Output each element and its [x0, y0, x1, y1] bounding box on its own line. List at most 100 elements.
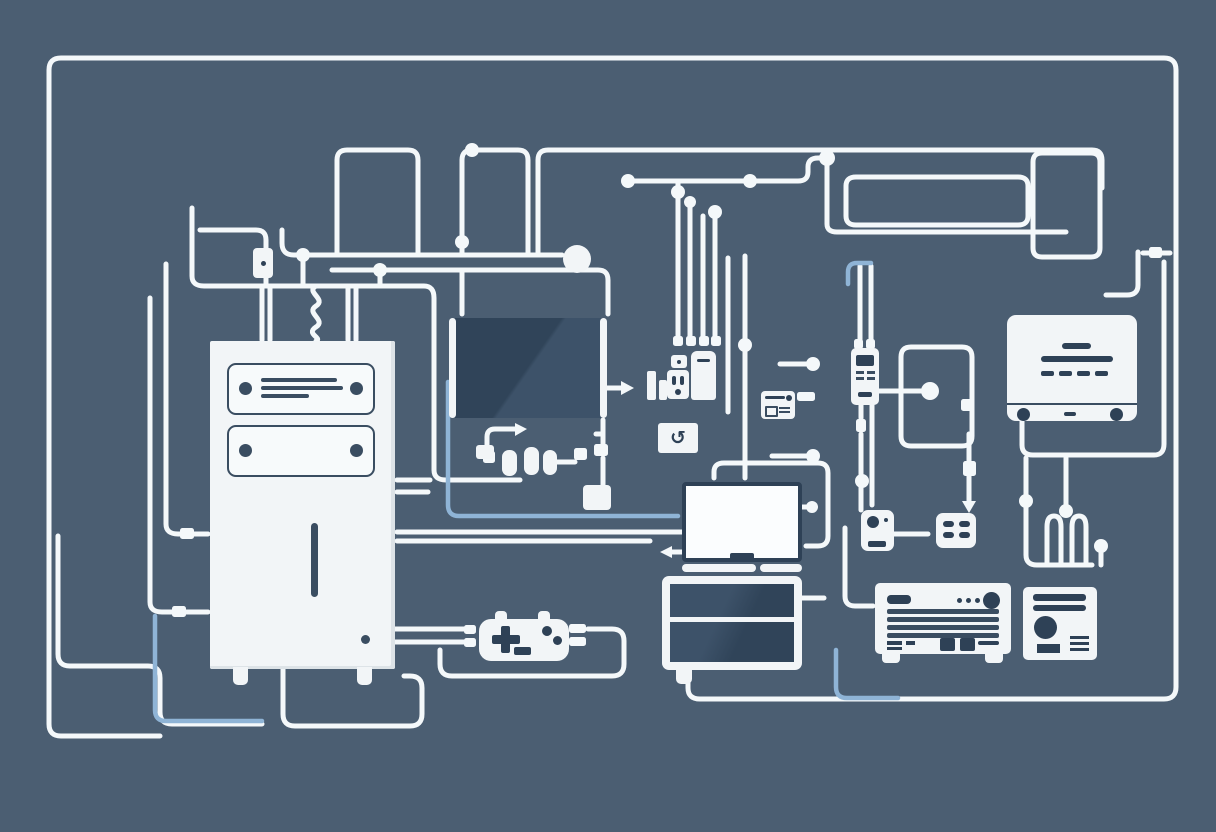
- wall-switch: [253, 248, 273, 278]
- receiver-dash: [887, 647, 902, 650]
- controller-slot: [514, 647, 531, 655]
- meter-display: [856, 355, 874, 366]
- wire: [1030, 150, 1103, 260]
- wire: [437, 626, 627, 679]
- connector: [172, 606, 186, 617]
- wire: [1103, 249, 1141, 298]
- junction-dot: [806, 357, 820, 371]
- wire: [197, 227, 269, 251]
- wire: [842, 525, 876, 609]
- junction-dot: [1019, 494, 1033, 508]
- card-bar: [1033, 605, 1086, 611]
- wire: [334, 147, 421, 258]
- doc-dash: [1095, 371, 1108, 376]
- connector: [464, 638, 476, 647]
- screw-icon: [350, 382, 363, 395]
- strip-socket: [959, 521, 970, 527]
- wire: [685, 673, 703, 702]
- receiver-vent: [887, 617, 999, 622]
- junction-dot: [708, 205, 722, 219]
- wire: [46, 55, 1179, 739]
- wire: [329, 267, 611, 317]
- power-outlet: [667, 370, 689, 399]
- signal-bar: [647, 371, 656, 400]
- wire: [163, 261, 211, 537]
- receiver-dash: [887, 641, 902, 645]
- connector: [673, 336, 683, 346]
- junction-dot: [373, 263, 387, 277]
- receiver-button: [960, 638, 975, 651]
- wire: [898, 344, 975, 449]
- refresh-icon: ↺: [670, 427, 686, 449]
- card-glyph-line: [779, 411, 790, 413]
- dark-display-panel: [455, 318, 603, 418]
- panel-rail-right: [600, 318, 607, 418]
- card-avatar: [1034, 616, 1057, 639]
- junction-dot: [671, 185, 685, 199]
- wire: [309, 283, 322, 344]
- strip-socket: [959, 532, 970, 538]
- television: [662, 576, 802, 670]
- doc-dash: [1059, 371, 1072, 376]
- strip-socket: [943, 521, 954, 527]
- doc-dash: [1077, 371, 1090, 376]
- wire: [189, 205, 523, 483]
- game-controller: [479, 619, 569, 661]
- connector: [797, 392, 815, 401]
- av-receiver: [875, 583, 1011, 654]
- wire: [1044, 513, 1064, 568]
- cabinet-leg: [357, 667, 372, 685]
- card-glyph: [765, 406, 778, 417]
- junction-dot: [684, 196, 696, 208]
- outlet-slot: [672, 376, 676, 385]
- card-glyph-line: [779, 407, 790, 409]
- panel-rail-left: [449, 318, 456, 418]
- cabinet-panel-bottom: [227, 425, 375, 477]
- blue-wire: [845, 260, 874, 287]
- meter-dash: [867, 371, 875, 374]
- receiver-vent: [887, 633, 999, 638]
- junction-dot: [738, 338, 752, 352]
- printer-dot: [1110, 408, 1123, 421]
- label-line: [261, 386, 343, 390]
- doc-line-long: [1041, 356, 1113, 362]
- tv-leg: [676, 668, 692, 684]
- screw-icon: [239, 444, 252, 457]
- connector: [594, 444, 608, 456]
- receiver-dot: [975, 598, 980, 603]
- blue-wire: [152, 613, 265, 724]
- junction-dot: [806, 449, 820, 463]
- receiver-foot: [882, 653, 900, 663]
- arrowhead: [621, 381, 634, 395]
- dpad-icon: [501, 626, 510, 653]
- arrowhead: [962, 501, 976, 513]
- wire: [843, 174, 1031, 228]
- doc-line-short: [1062, 343, 1091, 349]
- controller-nub: [495, 611, 507, 621]
- info-card: [1023, 587, 1097, 660]
- controller-nub: [538, 611, 550, 621]
- sensor-device: [861, 510, 894, 551]
- reset-box: ↺: [658, 423, 698, 453]
- signal-bar: [659, 380, 667, 400]
- wire: [1069, 513, 1089, 568]
- controller-button: [553, 636, 562, 645]
- wire: [535, 147, 1105, 258]
- junction-dot: [1059, 504, 1073, 518]
- meter-slot: [858, 392, 872, 397]
- capacitor: [502, 450, 517, 476]
- tv-screen-divider: [670, 617, 794, 622]
- receiver-line: [978, 641, 999, 645]
- arrowhead: [660, 546, 672, 558]
- connector: [569, 624, 586, 633]
- printer-dash: [1064, 412, 1076, 416]
- label-line: [261, 378, 337, 382]
- junction-dot: [806, 501, 818, 513]
- indicator-dot: [677, 360, 681, 364]
- card-text-line: [1070, 648, 1089, 651]
- junction-box: [583, 485, 611, 510]
- power-strip: [936, 513, 976, 548]
- cabinet-handle: [311, 523, 318, 597]
